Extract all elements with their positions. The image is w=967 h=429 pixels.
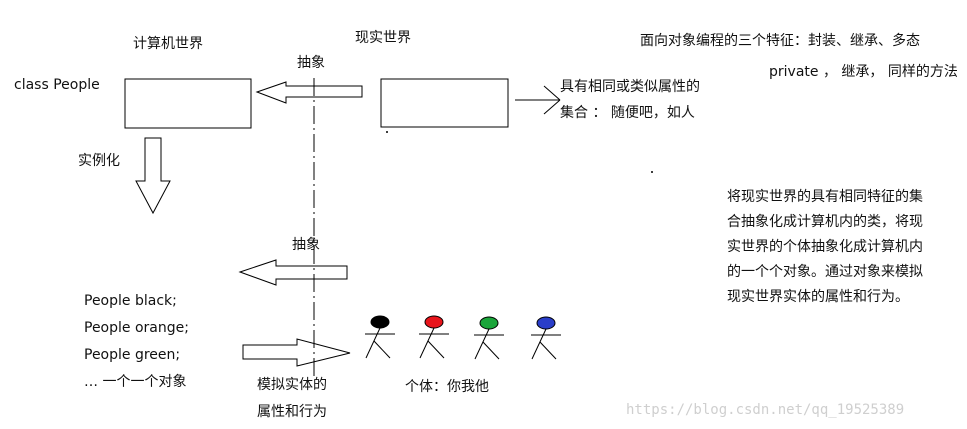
simulate-label-2: 属性和行为 [257,404,327,420]
real-world-label: 现实世界 [355,30,411,46]
person-figure [419,315,449,359]
description-line: 实世界的个体抽象化成计算机内 [727,239,923,255]
simulate-arrow [242,338,351,367]
list-item: People black; [84,293,177,309]
description-paragraph: 将现实世界的具有相同特征的集 合抽象化成计算机内的类，将现 实世界的个体抽象化成… [727,185,923,310]
description-line: 合抽象化成计算机内的类，将现 [727,214,923,230]
set-arrow-head [543,85,561,101]
speck [651,171,653,173]
real-world-box [380,78,509,128]
description-line: 将现实世界的具有相同特征的集 [727,189,923,205]
person-figure [531,316,561,360]
list-item: People green; [84,347,181,363]
description-line: 的一个个对象。通过对象来模拟 [727,264,923,280]
person-figure [365,315,395,359]
set-arrow-head [543,99,561,115]
description-line: 现实世界实体的属性和行为。 [727,289,909,305]
person-figure [474,316,504,360]
set-label: 集合 ： 随便吧，如人 [560,105,695,121]
abstract-arrow-top [255,81,363,104]
watermark: https://blog.csdn.net/qq_19525389 [626,402,905,418]
list-item: … 一个一个对象 [84,374,187,390]
speck [386,131,388,133]
class-box [124,78,252,129]
abstract-label-top: 抽象 [297,55,325,71]
instantiate-arrow [135,137,171,215]
oop-features-label: 面向对象编程的三个特征：封装、继承、多态 [640,33,920,49]
list-item: People orange; [84,320,189,336]
abstract-arrow-mid [238,259,348,286]
individual-label: 个体：你我他 [405,379,489,395]
abstract-label-mid: 抽象 [292,237,320,253]
instantiate-label: 实例化 [78,153,120,169]
simulate-label-1: 模拟实体的 [257,377,327,393]
object-list: People black; People orange; People gree… [84,288,189,396]
class-people-label: class People [14,77,100,93]
oop-features-detail: private ， 继承， 同样的方法 [769,64,958,80]
computer-world-label: 计算机世界 [133,36,203,52]
same-property-label: 具有相同或类似属性的 [560,79,700,95]
